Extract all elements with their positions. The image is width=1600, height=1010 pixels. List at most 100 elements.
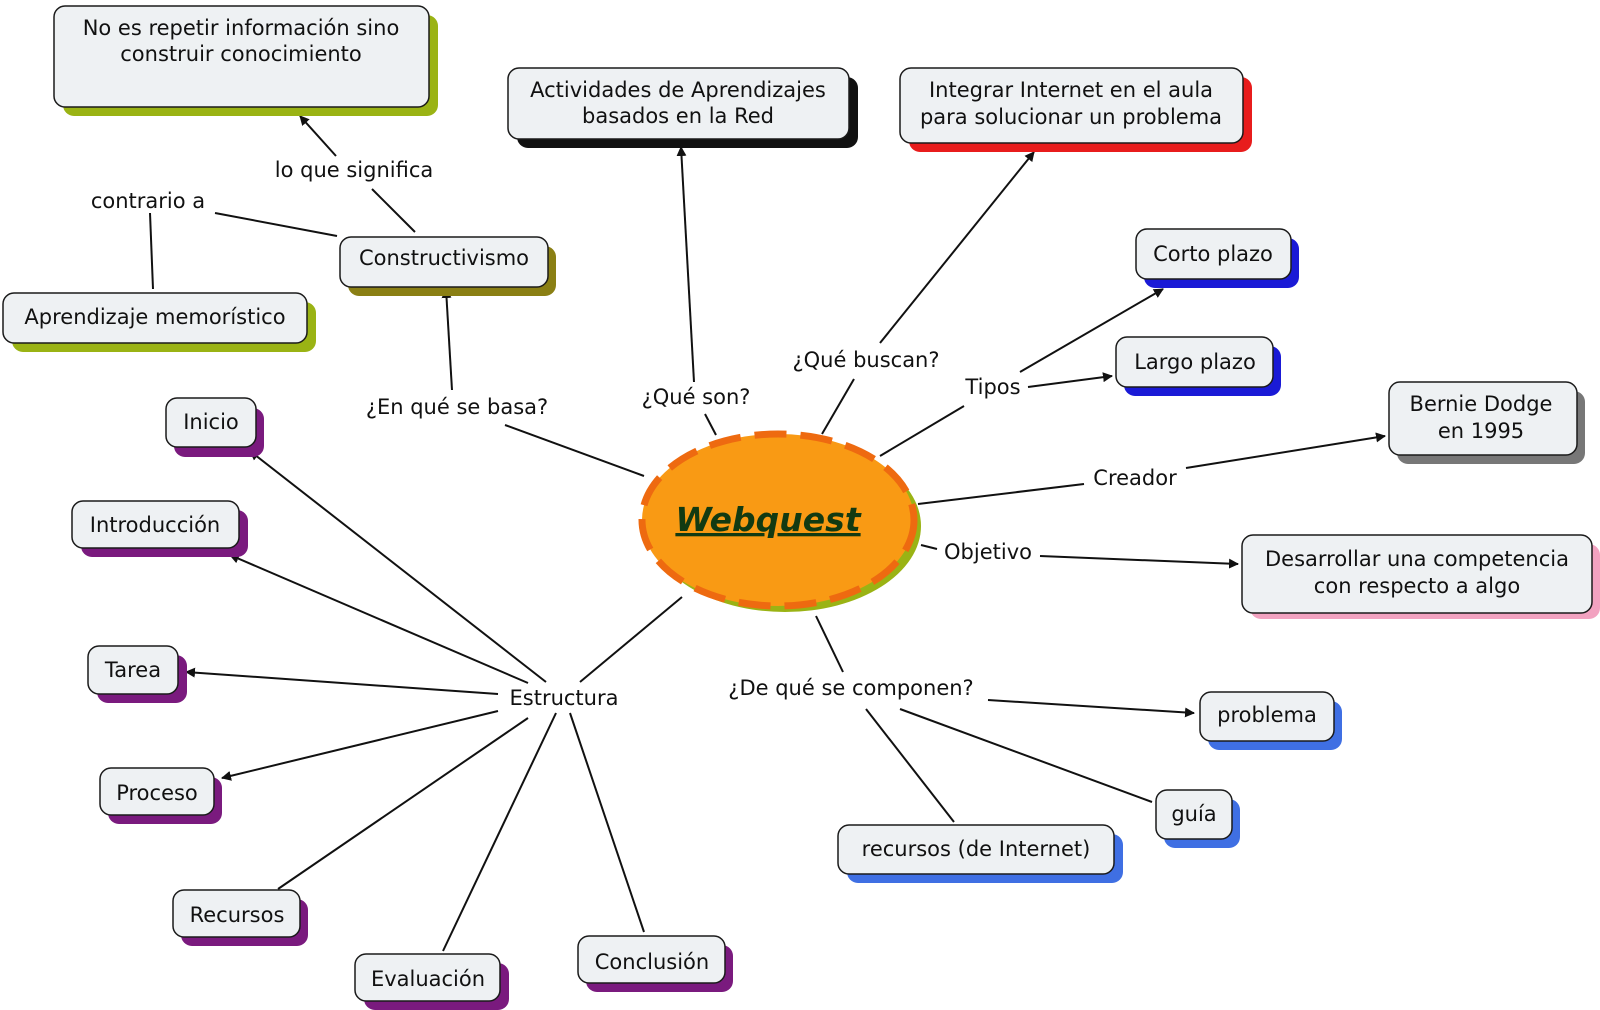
center-node-label: Webquest bbox=[675, 500, 861, 539]
node-constructivismo[interactable]: Constructivismo bbox=[339, 236, 556, 296]
node-text-line-1: recursos (de Internet) bbox=[862, 837, 1091, 861]
node-recursos[interactable]: Recursos bbox=[172, 889, 308, 946]
node-box bbox=[165, 397, 257, 448]
node-text-line-1: Corto plazo bbox=[1153, 242, 1273, 266]
linking-phrases: lo que significa contrario a ¿En qué se … bbox=[91, 158, 1177, 710]
node-text-line-1: Proceso bbox=[116, 781, 198, 805]
link-tipos: Tipos bbox=[964, 375, 1020, 399]
node-box bbox=[1241, 534, 1593, 614]
node-box bbox=[1199, 691, 1335, 742]
link-en-que-se-basa: ¿En qué se basa? bbox=[366, 395, 548, 419]
node-box bbox=[2, 292, 308, 344]
arrow-tipos-to-largo-plazo bbox=[1027, 372, 1113, 388]
node-corto-plazo[interactable]: Corto plazo bbox=[1135, 228, 1299, 288]
node-box bbox=[87, 645, 179, 695]
node-text-line-2: en 1995 bbox=[1438, 419, 1524, 443]
node-box bbox=[1115, 336, 1274, 388]
node-desarrollar[interactable]: Desarrollar una competencia con respecto… bbox=[1241, 534, 1600, 619]
line-contrario-a-to-aprendizaje-memoristico bbox=[149, 212, 154, 290]
arrow-que-buscan-to-integrar bbox=[879, 151, 1035, 344]
line-constructivismo-to-contrario-a bbox=[214, 212, 338, 237]
node-recursos-internet[interactable]: recursos (de Internet) bbox=[837, 824, 1123, 883]
line-constructivismo-to-lo-que-significa bbox=[371, 188, 416, 233]
node-conclusion[interactable]: Conclusión bbox=[577, 935, 733, 992]
node-text-line-1: Conclusión bbox=[595, 950, 709, 974]
arrow-objetivo-to-desarrollar bbox=[1039, 555, 1239, 569]
node-text-line-1: Recursos bbox=[190, 903, 285, 927]
node-introduccion[interactable]: Introducción bbox=[71, 500, 248, 557]
arrow-tipos-to-corto-plazo bbox=[1019, 288, 1164, 373]
node-no-es-repetir[interactable]: No es repetir información sino construir… bbox=[53, 5, 438, 116]
line-center-to-que-buscan bbox=[821, 378, 855, 435]
link-contrario-a: contrario a bbox=[91, 189, 205, 213]
node-box bbox=[53, 5, 430, 108]
arrow-que-son-to-actividades bbox=[676, 146, 695, 383]
node-text-line-2: construir conocimiento bbox=[120, 42, 362, 66]
line-center-to-en-que-se-basa bbox=[504, 424, 645, 477]
node-proceso[interactable]: Proceso bbox=[99, 767, 222, 824]
node-box bbox=[1155, 789, 1233, 840]
node-text-line-1: Integrar Internet en el aula bbox=[929, 78, 1213, 102]
arrow-estructura-to-inicio bbox=[249, 450, 547, 683]
line-de-que-se-componen-to-recursos-internet bbox=[865, 708, 955, 823]
line-estructura-to-recursos bbox=[277, 717, 529, 890]
node-box bbox=[99, 767, 215, 816]
node-text-line-1: Actividades de Aprendizajes bbox=[530, 78, 826, 102]
node-box bbox=[172, 889, 301, 938]
node-guia[interactable]: guía bbox=[1155, 789, 1240, 848]
line-de-que-se-componen-to-guia bbox=[899, 708, 1153, 803]
node-text-line-1: Desarrollar una competencia bbox=[1265, 547, 1569, 571]
node-text-line-1: problema bbox=[1217, 703, 1317, 727]
connector-lines bbox=[149, 115, 1386, 952]
arrow-estructura-to-introduccion bbox=[229, 553, 529, 684]
node-largo-plazo[interactable]: Largo plazo bbox=[1115, 336, 1281, 396]
node-box bbox=[71, 500, 240, 549]
node-problema[interactable]: problema bbox=[1199, 691, 1342, 750]
node-bernie[interactable]: Bernie Dodge en 1995 bbox=[1388, 381, 1585, 464]
line-center-to-que-son bbox=[704, 413, 717, 436]
node-box bbox=[1388, 381, 1578, 456]
line-center-to-tipos bbox=[879, 405, 965, 457]
line-center-to-estructura bbox=[579, 596, 683, 683]
node-integrar[interactable]: Integrar Internet en el aula para soluci… bbox=[899, 67, 1252, 152]
line-center-to-creador bbox=[917, 483, 1085, 505]
node-text-line-1: guía bbox=[1171, 802, 1216, 826]
node-box bbox=[339, 236, 549, 288]
link-que-buscan: ¿Qué buscan? bbox=[792, 348, 939, 372]
node-text-line-2: para solucionar un problema bbox=[920, 105, 1222, 129]
node-evaluacion[interactable]: Evaluación bbox=[354, 953, 509, 1010]
node-actividades[interactable]: Actividades de Aprendizajes basados en l… bbox=[507, 67, 858, 148]
center-node[interactable]: Webquest bbox=[638, 430, 921, 612]
line-estructura-to-evaluacion bbox=[442, 712, 557, 952]
line-center-to-de-que-se-componen bbox=[815, 615, 844, 673]
arrow-creador-to-bernie bbox=[1185, 432, 1386, 469]
node-text-line-1: Tarea bbox=[104, 658, 161, 682]
link-de-que-se-componen: ¿De qué se componen? bbox=[728, 676, 973, 700]
line-estructura-to-conclusion bbox=[569, 712, 645, 933]
node-text-line-1: Constructivismo bbox=[359, 246, 529, 270]
node-text-line-2: con respecto a algo bbox=[1314, 574, 1520, 598]
node-tarea[interactable]: Tarea bbox=[87, 645, 187, 703]
node-aprendizaje-memoristico[interactable]: Aprendizaje memorístico bbox=[2, 292, 316, 352]
node-text-line-1: Bernie Dodge bbox=[1410, 392, 1553, 416]
node-box bbox=[354, 953, 501, 1002]
node-text-line-1: No es repetir información sino bbox=[83, 16, 400, 40]
node-box bbox=[899, 67, 1244, 144]
arrow-estructura-to-tarea bbox=[185, 667, 499, 695]
link-creador: Creador bbox=[1093, 466, 1177, 490]
node-text-line-1: Introducción bbox=[90, 513, 220, 537]
arrow-en-que-se-basa-to-constructivismo bbox=[441, 288, 453, 391]
arrow-estructura-to-proceso bbox=[221, 710, 499, 781]
node-text-line-1: Evaluación bbox=[371, 967, 485, 991]
node-box bbox=[837, 824, 1115, 875]
node-text-line-1: Aprendizaje memorístico bbox=[24, 305, 285, 329]
center-node-shape bbox=[638, 430, 918, 610]
link-objetivo: Objetivo bbox=[944, 540, 1032, 564]
node-box bbox=[507, 67, 850, 140]
node-text-line-1: Inicio bbox=[183, 410, 239, 434]
node-box bbox=[577, 935, 726, 984]
node-inicio[interactable]: Inicio bbox=[165, 397, 264, 457]
link-lo-que-significa: lo que significa bbox=[275, 158, 433, 182]
node-text-line-2: basados en la Red bbox=[582, 104, 774, 128]
